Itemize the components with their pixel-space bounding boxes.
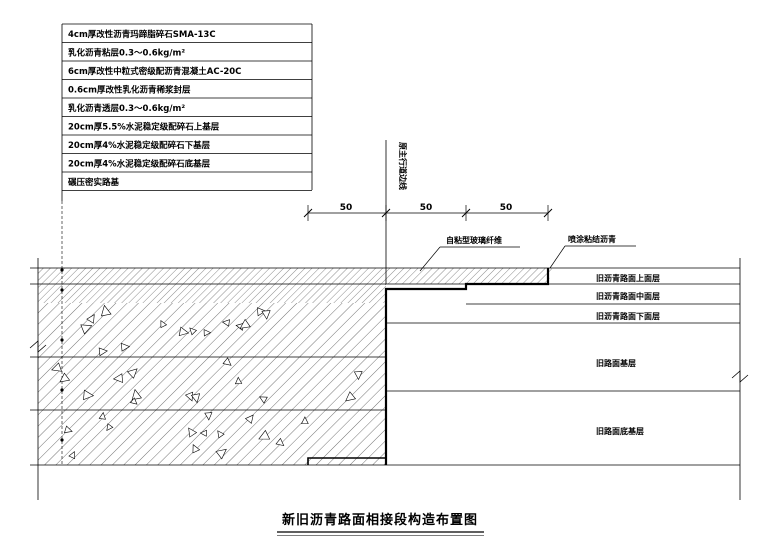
aggregate-triangle: [51, 362, 62, 372]
reference-dot: [60, 268, 64, 272]
aggregate-triangle: [217, 430, 225, 439]
aggregate-triangle: [189, 327, 198, 336]
legend-layer-8: 20cm厚4%水泥稳定级配碎石底基层: [68, 159, 211, 170]
aggregate-triangle: [301, 416, 309, 424]
legend-rows: 4cm厚改性沥青玛蹄脂碎石SMA-13C 乳化沥青粘层0.3～0.6kg/m² 6c…: [62, 23, 312, 191]
aggregate-triangle: [222, 357, 232, 366]
joint-annotations: 自粘型玻璃纤维 喷涂粘结沥青: [419, 234, 636, 272]
aggregate-triangle: [126, 368, 138, 379]
aggregate-triangle: [257, 307, 267, 317]
legend-layer-5: 乳化沥青透层0.3～0.6kg/m²: [68, 103, 185, 114]
aggregate-triangle: [190, 393, 201, 404]
old-layer-label-upper: 旧沥青路面上面层: [596, 273, 660, 283]
legend-layer-4: 0.6cm厚改性乳化沥青稀浆封层: [68, 85, 191, 96]
aggregate-triangle: [98, 347, 108, 357]
old-layer-label-middle: 旧沥青路面中面层: [596, 291, 660, 301]
dimension-chain: 50 50 50: [303, 203, 553, 221]
aggregate-triangle: [345, 391, 357, 402]
aggregate-triangle: [83, 389, 95, 401]
aggregate-triangle: [215, 448, 227, 460]
lane-line-label: 原主行道边线: [398, 142, 408, 190]
aggregate-triangle: [239, 318, 251, 329]
legend-layer-7: 20cm厚4%水泥稳定级配碎石下基层: [68, 140, 211, 151]
legend-layer-1: 4cm厚改性沥青玛蹄脂碎石SMA-13C: [68, 29, 216, 40]
aggregate-triangle: [244, 414, 254, 424]
aggregate-triangle: [160, 319, 168, 329]
dimension-label-2: 50: [420, 203, 433, 213]
aggregate-triangle: [258, 429, 271, 440]
aggregate-triangle: [199, 429, 207, 437]
aggregate-triangle: [64, 425, 73, 434]
legend-layer-6: 20cm厚5.5%水泥稳定级配碎石上基层: [68, 122, 220, 133]
aggregate-triangle: [275, 437, 285, 447]
aggregate-triangle: [106, 423, 114, 432]
aggregate-triangle: [131, 388, 142, 401]
aggregate-triangle: [234, 376, 243, 385]
drawing-title: 新旧沥青路面相接段构造布置图: [277, 512, 484, 536]
aggregate-triangle: [112, 373, 123, 383]
reference-dot: [60, 338, 64, 342]
new-layer-legend: 4cm厚改性沥青玛蹄脂碎石SMA-13C 乳化沥青粘层0.3～0.6kg/m² 6c…: [61, 23, 313, 201]
lane-line-reference: 原主行道边线: [385, 140, 408, 285]
aggregate-triangle: [204, 412, 213, 421]
aggregate-triangle: [98, 411, 106, 420]
aggregate-triangle: [178, 326, 190, 337]
legend-layer-9: 碾压密实路基: [68, 177, 120, 188]
old-layer-label-subbase: 旧路面底基层: [596, 426, 644, 436]
aggregate-triangle: [120, 342, 131, 352]
dimension-label-3: 50: [500, 203, 513, 213]
legend-layer-3: 6cm厚改性中粒式密级配沥青混凝土AC-20C: [68, 66, 241, 77]
old-layer-label-lower: 旧沥青路面下面层: [596, 311, 660, 321]
aggregate-triangle: [221, 319, 230, 327]
aggregate-triangle: [261, 310, 271, 320]
aggregate-triangle: [80, 324, 93, 335]
dimension-label-1: 50: [340, 203, 353, 213]
reference-dot: [60, 388, 64, 392]
aggregate-triangle: [258, 396, 268, 404]
aggregate-triangle: [59, 372, 71, 383]
aggregate-triangle: [353, 371, 363, 381]
aggregate-triangle: [129, 397, 138, 405]
aggregate-triangle: [101, 304, 112, 317]
reference-dot: [60, 288, 64, 292]
aggregate-triangle: [188, 427, 198, 438]
reference-dot: [60, 438, 64, 442]
aggregate-triangle: [203, 329, 212, 337]
aggregate-triangle: [192, 444, 201, 454]
geogrid-label: 自粘型玻璃纤维: [446, 235, 502, 245]
tack-coat-label: 喷涂粘结沥青: [568, 234, 616, 244]
aggregate-triangle: [68, 451, 75, 460]
aggregate-symbols: [51, 268, 363, 460]
cross-section: [29, 201, 749, 500]
title-text: 新旧沥青路面相接段构造布置图: [282, 512, 478, 528]
legend-layer-2: 乳化沥青粘层0.3～0.6kg/m²: [68, 48, 185, 59]
old-layer-label-base: 旧路面基层: [596, 358, 636, 368]
old-layer-labels: 旧沥青路面上面层 旧沥青路面中面层 旧沥青路面下面层 旧路面基层 旧路面底基层: [596, 273, 660, 436]
aggregate-triangle: [86, 314, 95, 324]
